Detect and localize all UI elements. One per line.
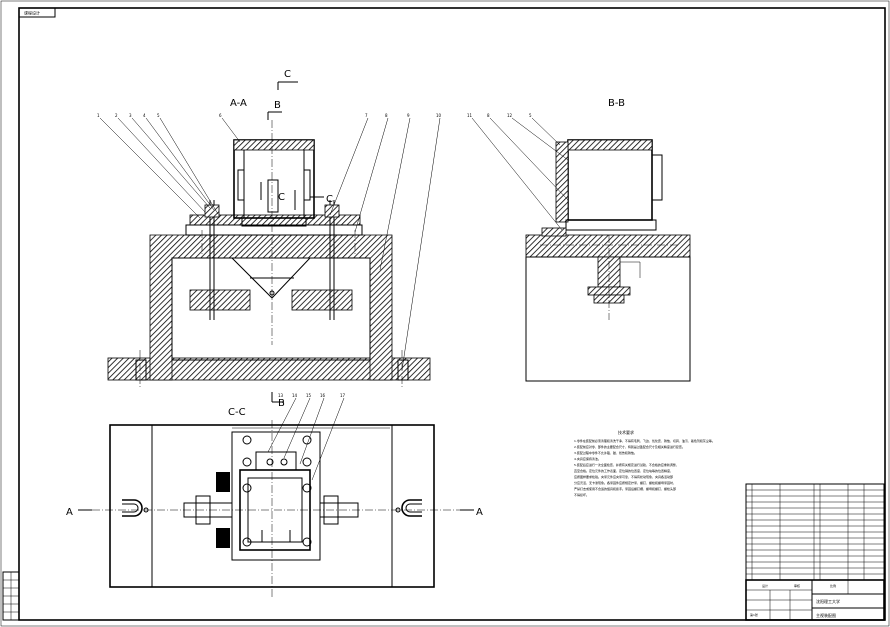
tech-requirements: 技术要求 1.零件在装配前必须清理和清洗干净，不得有毛刺、飞边、氧化皮、锈蚀、切… — [574, 429, 715, 497]
label-c-mid: C — [278, 192, 285, 203]
title-block: 设计 审核 比例 沈阳理工大学 主视装配图 第1张 — [745, 579, 885, 621]
tech-line: 3.装配过程中零件不允许磕、碰、划伤和锈蚀。 — [574, 450, 637, 455]
label-a-left: A — [66, 507, 73, 518]
title-drawing-name: 主视装配图 — [816, 612, 836, 618]
part-numbers-cc: 13 14 15 16 17 — [278, 393, 346, 398]
label-b-bottom: B — [278, 398, 285, 409]
leaders-cc — [267, 397, 345, 481]
view-aa: A-A C B C C — [97, 69, 442, 388]
part-number: 16 — [320, 393, 326, 398]
tech-line: 应按图样要求检验。夹紧元件应夹紧可靠，不得有松动现象，夹具各活动部 — [574, 474, 673, 479]
part-number: 6 — [219, 113, 222, 118]
label-b-top: B — [274, 100, 281, 111]
label-bb: B-B — [608, 98, 625, 109]
part-number: 1 — [97, 113, 100, 118]
label-cc: C-C — [228, 407, 246, 418]
part-number: 11 — [467, 113, 473, 118]
part-number: 15 — [306, 393, 312, 398]
title-label-check: 审核 — [794, 583, 800, 588]
tech-title: 技术要求 — [618, 429, 634, 435]
tech-line: 1.零件在装配前必须清理和清洗干净，不得有毛刺、飞边、氧化皮、锈蚀、切屑、油污、… — [574, 438, 715, 443]
label-aa: A-A — [230, 98, 247, 109]
label-a-right: A — [476, 507, 483, 518]
tech-line: 不得损坏。 — [574, 492, 589, 497]
title-sheet: 第1张 — [750, 612, 758, 617]
left-margin-table — [2, 571, 20, 621]
label-c-top: C — [284, 69, 291, 80]
view-cc: C-C B — [66, 392, 483, 597]
label-c-right: C — [326, 194, 333, 205]
part-number: 5 — [157, 113, 160, 118]
part-numbers-bb: 11 8 12 5 — [467, 113, 532, 118]
part-number: 12 — [507, 113, 513, 118]
view-bb: B-B 11 8 12 5 — [467, 98, 691, 382]
tech-line: 直至合格。定位元件的工作表面，定位销的位置度、定位块等的位置精度， — [574, 468, 673, 473]
part-number: 10 — [436, 113, 442, 118]
part-number: 9 — [407, 113, 410, 118]
part-number: 17 — [340, 393, 346, 398]
part-number: 8 — [487, 113, 490, 118]
part-number: 8 — [385, 113, 388, 118]
part-number: 2 — [115, 113, 118, 118]
inner-border — [18, 7, 886, 621]
part-number: 7 — [365, 113, 368, 118]
top-stamp: 课程设计 — [18, 7, 56, 18]
tech-line: 2.装配前应对零、部件的主要配合尺寸，特别是过盈配合尺寸及相关精度进行复查。 — [574, 444, 685, 449]
part-number: 3 — [129, 113, 132, 118]
title-school: 沈阳理工大学 — [816, 598, 840, 604]
parts-list — [745, 483, 885, 581]
leaders-aa — [99, 117, 441, 371]
title-label-ratio: 比例 — [830, 583, 836, 588]
tech-line: 分应灵活，无卡滞现象。各紧固件应按规定拧紧，螺钉、螺栓和螺母紧固时， — [574, 480, 676, 485]
part-number: 5 — [529, 113, 532, 118]
tech-line: 5.装配后应进行一次全面检查，并按有关规定进行试验，不合格的应重新调整， — [574, 462, 679, 467]
title-label-design: 设计 — [762, 583, 768, 588]
top-stamp-text: 课程设计 — [24, 10, 40, 16]
part-numbers-aa: 1 2 3 4 5 6 7 8 9 10 — [97, 113, 442, 118]
part-number: 13 — [278, 393, 284, 398]
part-number: 4 — [143, 113, 146, 118]
tech-line: 严禁打击或使用不合适的旋具和扳手。紧固后螺钉槽、螺母和螺钉、螺栓头部 — [574, 486, 676, 491]
leaders-bb — [471, 117, 569, 231]
part-number: 14 — [292, 393, 298, 398]
tech-line: 4.夹具应保持清洁。 — [574, 456, 601, 461]
